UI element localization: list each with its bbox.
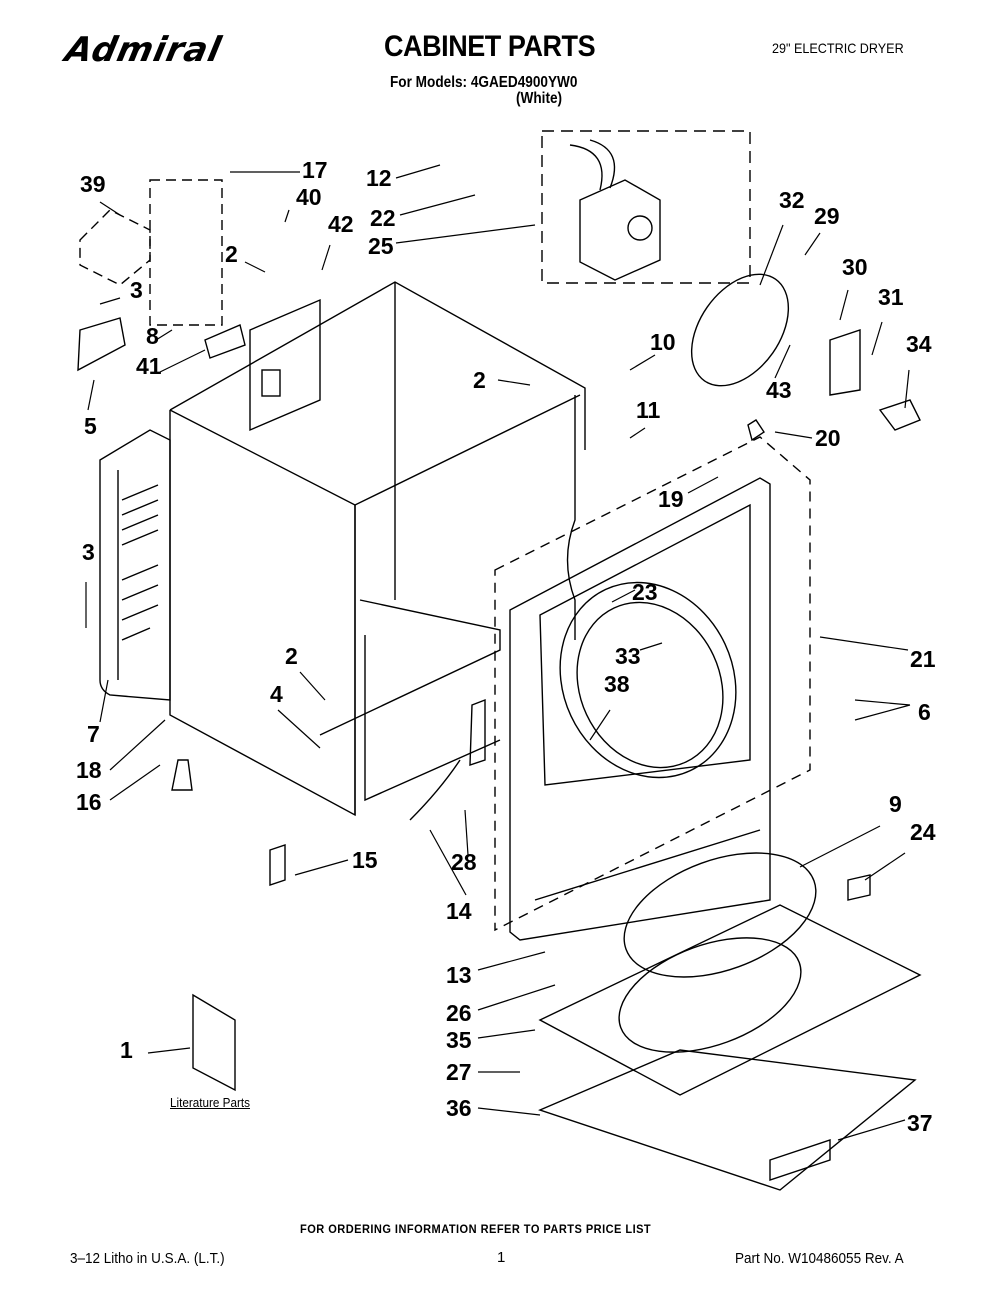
callout-33: 33: [615, 643, 641, 669]
callout-7: 7: [87, 721, 100, 747]
callout-2: 2: [473, 367, 486, 393]
callout-11: 11: [636, 397, 661, 423]
callout-26: 26: [446, 1000, 472, 1026]
callout-28: 28: [451, 849, 477, 875]
callout-43: 43: [766, 377, 792, 403]
callout-1: 1: [120, 1037, 133, 1063]
callout-38: 38: [604, 671, 630, 697]
callout-24: 24: [910, 819, 936, 845]
callout-9: 9: [889, 791, 902, 817]
callout-37: 37: [907, 1110, 933, 1136]
callout-22: 22: [370, 205, 396, 231]
callout-13: 13: [446, 962, 472, 988]
leader-lines: [85, 164, 911, 1141]
callout-41: 41: [136, 353, 162, 379]
callout-18: 18: [76, 757, 102, 783]
side-panel: [99, 429, 171, 701]
callout-21: 21: [910, 646, 936, 672]
callout-4: 4: [270, 681, 283, 707]
literature-booklet: [192, 993, 236, 1092]
callout-14: 14: [446, 898, 472, 924]
callout-34: 34: [906, 331, 932, 357]
litho-info: 3–12 Litho in U.S.A. (L.T.): [70, 1250, 225, 1267]
callout-12: 12: [366, 165, 392, 191]
callout-6: 6: [918, 699, 931, 725]
models-line: For Models: 4GAED4900YW0: [390, 74, 578, 91]
small-parts: [77, 179, 921, 1181]
cabinet-body: [169, 281, 586, 817]
motor-assembly: [541, 130, 751, 284]
literature-parts-label: Literature Parts: [170, 1095, 250, 1110]
product-type: 29" ELECTRIC DRYER: [772, 40, 904, 56]
base-assembly: [538, 852, 922, 1191]
callout-10: 10: [650, 329, 676, 355]
callout-2: 2: [225, 241, 238, 267]
callout-32: 32: [779, 187, 805, 213]
page-number: 1: [497, 1249, 506, 1266]
ordering-note: FOR ORDERING INFORMATION REFER TO PARTS …: [300, 1222, 652, 1236]
callout-8: 8: [146, 323, 159, 349]
callout-16: 16: [76, 789, 102, 815]
callout-23: 23: [632, 579, 658, 605]
color-line: (White): [516, 90, 563, 107]
callout-42: 42: [328, 211, 354, 237]
page-title: CABINET PARTS: [384, 30, 596, 63]
callout-3: 3: [82, 539, 95, 565]
callout-5: 5: [84, 413, 97, 439]
callout-3: 3: [130, 277, 143, 303]
callout-35: 35: [446, 1027, 472, 1053]
callout-15: 15: [352, 847, 378, 873]
callout-31: 31: [878, 284, 904, 310]
callout-17: 17: [302, 157, 328, 183]
callout-25: 25: [368, 233, 394, 259]
callout-27: 27: [446, 1059, 472, 1085]
callout-39: 39: [80, 171, 106, 197]
callout-36: 36: [446, 1095, 472, 1121]
callout-2: 2: [285, 643, 298, 669]
callout-19: 19: [658, 486, 684, 512]
drive-belt: [690, 273, 790, 387]
callout-30: 30: [842, 254, 868, 280]
front-panel: [494, 436, 811, 941]
callout-40: 40: [296, 184, 322, 210]
callout-20: 20: [815, 425, 841, 451]
callout-29: 29: [814, 203, 840, 229]
part-number: Part No. W10486055 Rev. A: [735, 1250, 904, 1267]
